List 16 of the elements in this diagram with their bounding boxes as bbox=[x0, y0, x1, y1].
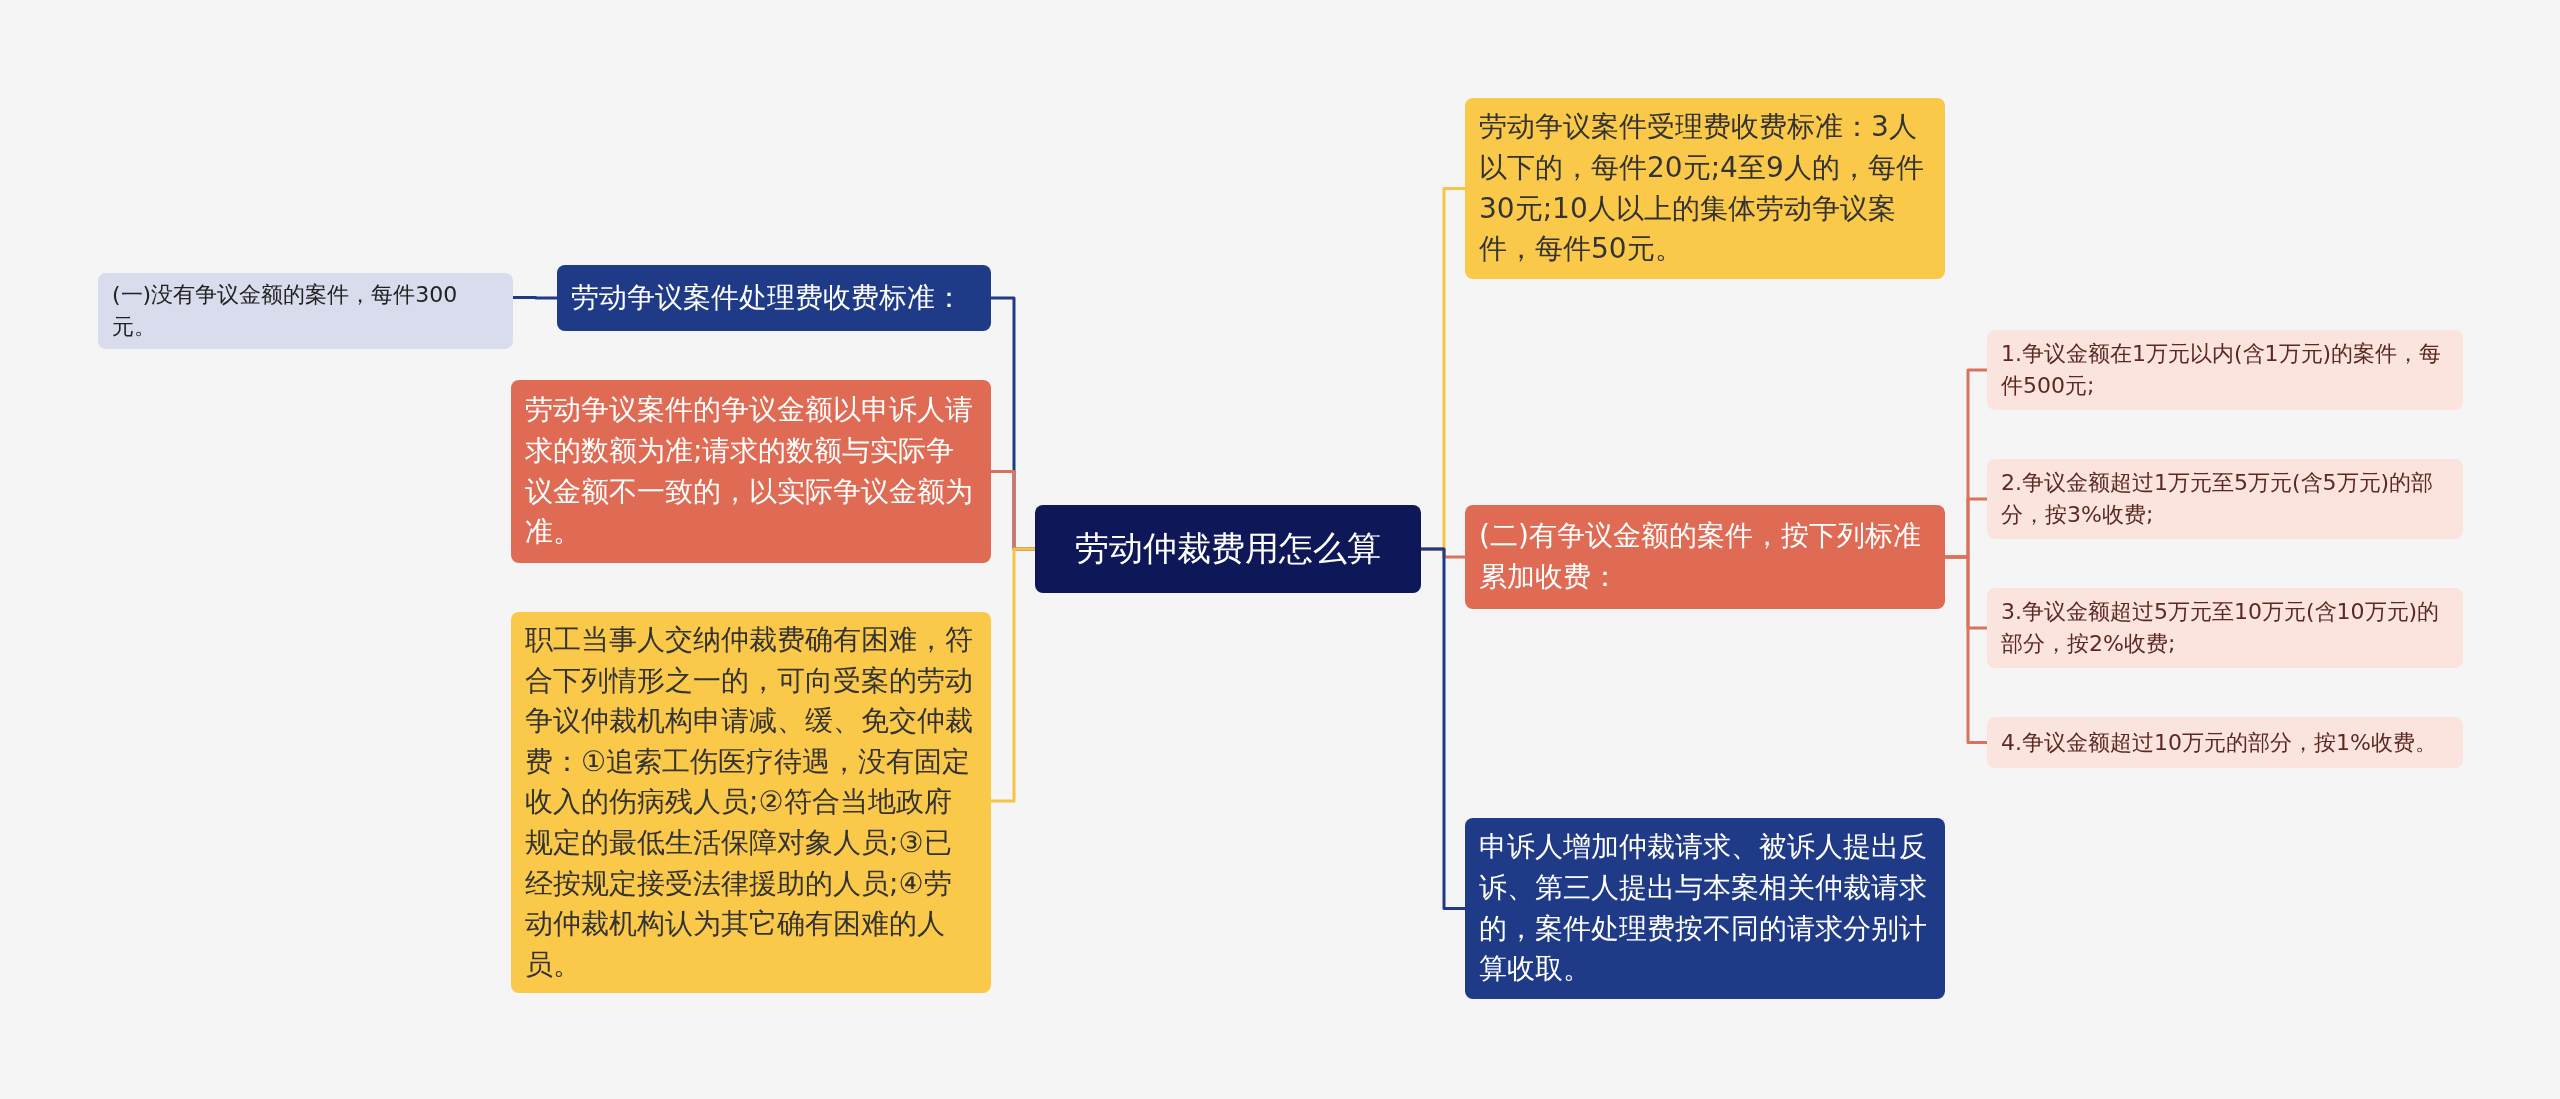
topic-box: 劳动争议案件处理费收费标准： bbox=[557, 265, 991, 331]
subtopic-box: 3.争议金额超过5万元至10万元(含10万元)的部分，按2%收费; bbox=[1987, 588, 2463, 668]
topic-box: (二)有争议金额的案件，按下列标准累加收费： bbox=[1465, 505, 1945, 609]
topic-box: 职工当事人交纳仲裁费确有困难，符合下列情形之一的，可向受案的劳动争议仲裁机构申请减、缓、免交仲裁费：①追索工伤医疗待遇，没有固定收入的伤病残人员;②符合当地政府规定的最低生活保障对象人员;③已经按规定接受法律援助的人员;④劳动仲裁机构认为其它确有困难的人员。 bbox=[511, 612, 991, 994]
connector-line bbox=[513, 296, 557, 300]
topic-box: 申诉人增加仲裁请求、被诉人提出反诉、第三人提出与本案相关仲裁请求的，案件处理费按不同的请求分别计算收取。 bbox=[1465, 818, 1945, 999]
subtopic-box: 2.争议金额超过1万元至5万元(含5万元)的部分，按3%收费; bbox=[1987, 459, 2463, 539]
central-topic-box: 劳动仲裁费用怎么算 bbox=[1035, 505, 1421, 593]
topic-box: 劳动争议案件的争议金额以申诉人请求的数额为准;请求的数额与实际争议金额不一致的，以实际争议金额为准。 bbox=[511, 380, 991, 563]
subtopic-box: 1.争议金额在1万元以内(含1万元)的案件，每件500元; bbox=[1987, 330, 2463, 410]
subtopic-box: (一)没有争议金额的案件，每件300元。 bbox=[98, 273, 513, 349]
connector-line bbox=[1421, 547, 1465, 910]
subtopic-box: 4.争议金额超过10万元的部分，按1%收费。 bbox=[1987, 717, 2463, 768]
topic-box: 劳动争议案件受理费收费标准：3人以下的，每件20元;4至9人的，每件30元;10人以上的集体劳动争议案件，每件50元。 bbox=[1465, 98, 1945, 279]
connector-line bbox=[991, 547, 1035, 803]
connector-line bbox=[1945, 555, 1987, 744]
